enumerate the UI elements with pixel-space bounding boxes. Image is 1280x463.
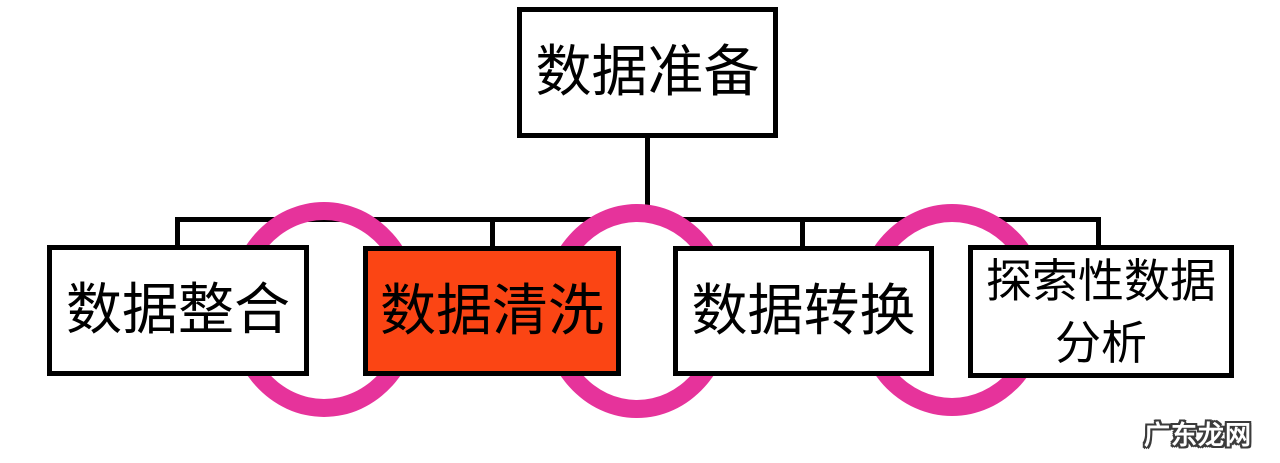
node-exploratory-data-analysis: 探索性数据 分析 (968, 245, 1234, 378)
connector-tick-transform (800, 217, 805, 250)
node-data-integration-label: 数据整合 (66, 278, 290, 342)
node-data-cleaning-highlighted: 数据清洗 (363, 246, 621, 376)
node-data-preparation-label: 数据准备 (535, 40, 760, 104)
node-eda-label-line2: 分析 (1055, 316, 1147, 369)
node-data-cleaning-label: 数据清洗 (380, 278, 604, 342)
connector-tick-integration (175, 217, 180, 248)
node-data-preparation: 数据准备 (517, 7, 778, 138)
node-data-transformation: 数据转换 (673, 246, 934, 376)
node-eda-label-line1: 探索性数据 (986, 254, 1216, 307)
connector-root-stem (645, 136, 650, 222)
node-data-transformation-label: 数据转换 (691, 278, 916, 342)
watermark: 广东龙网 (1144, 420, 1253, 450)
connector-tick-eda (1096, 217, 1101, 249)
node-data-integration: 数据整合 (47, 245, 309, 376)
connector-tick-cleaning (490, 217, 495, 250)
